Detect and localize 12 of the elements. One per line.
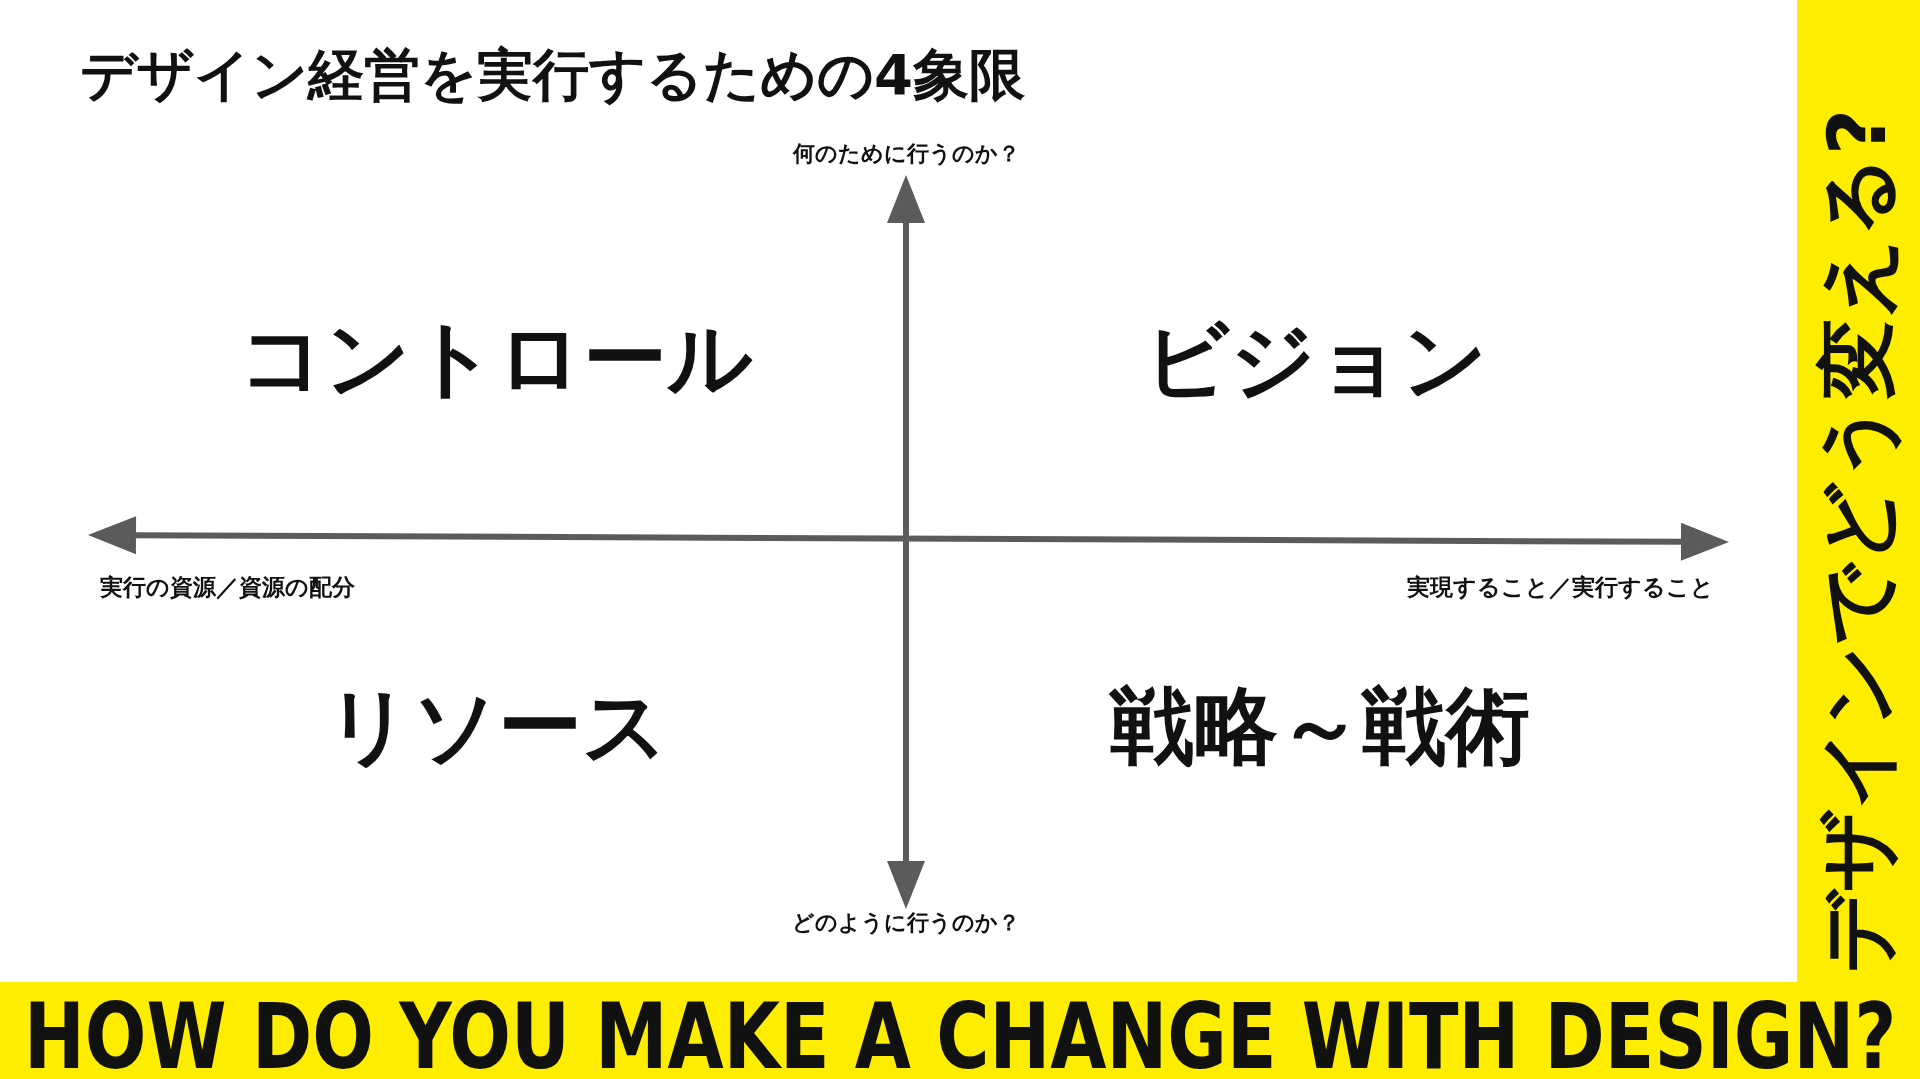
quadrant-label: 戦略～戦術 [1110,677,1530,775]
slogan-text: HOW DO YOU MAKE A CHANGE WITH DESIGN? [24,989,1897,1079]
side-band [1797,0,1920,982]
axis-label: 実現すること／実行すること [1407,573,1714,601]
title: デザイン経営を実行するための4象限 [80,43,1025,108]
quadrant-label: リソース [326,677,668,775]
quadrant-label: ビジョン [1144,311,1488,409]
quadrant-label: コントロール [239,309,753,407]
slogan-text: デザインでどう変える? [1816,108,1900,974]
axis-label: 実行の資源／資源の配分 [100,573,355,601]
axis-label: 何のために行うのか？ [792,141,1020,167]
axis-label: どのように行うのか？ [792,910,1020,936]
